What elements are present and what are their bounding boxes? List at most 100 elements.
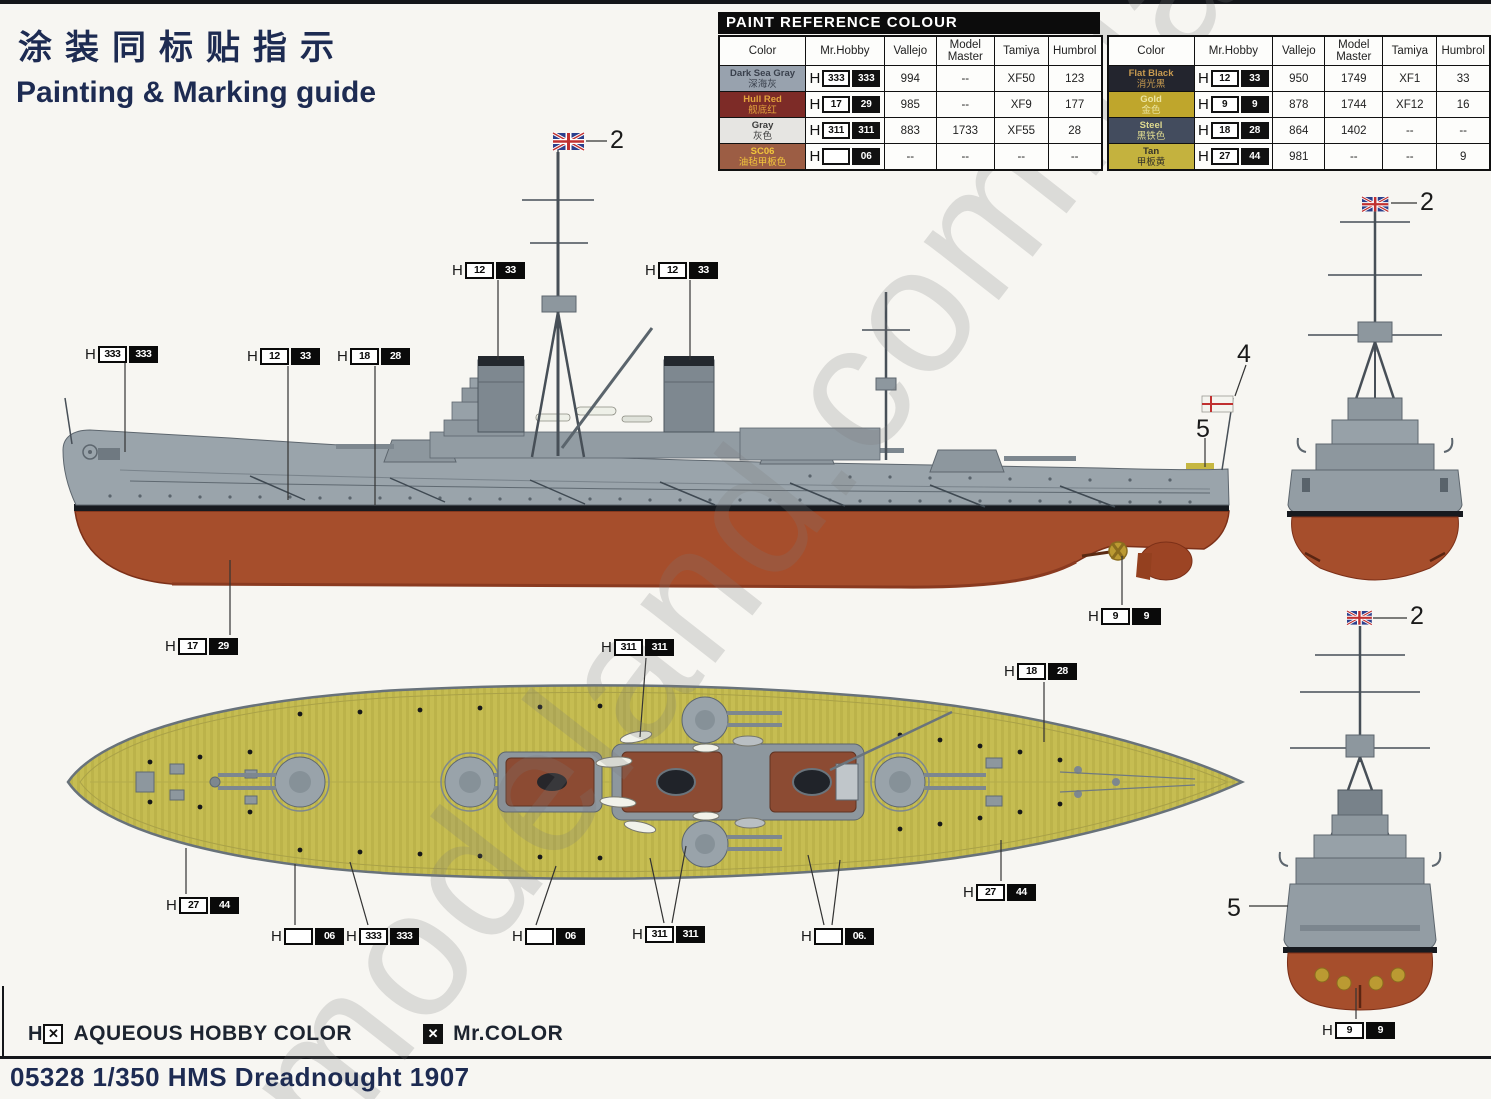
humbrol-cell: 123 bbox=[1047, 65, 1103, 92]
mr-color-label: Mr.COLOR bbox=[453, 1022, 564, 1045]
vallejo-cell: 864 bbox=[1272, 117, 1326, 144]
tamiya-cell: XF9 bbox=[993, 91, 1049, 118]
column-header: Vallejo bbox=[1272, 35, 1326, 66]
legend-left-rule bbox=[2, 986, 4, 1056]
decal-number-callout: 5 bbox=[1196, 415, 1210, 443]
column-header: Humbrol bbox=[1436, 35, 1491, 66]
column-header: Humbrol bbox=[1047, 35, 1103, 66]
tamiya-cell: -- bbox=[1382, 117, 1438, 144]
tamiya-cell: XF55 bbox=[993, 117, 1049, 144]
callout-leader-lines bbox=[124, 140, 1417, 1019]
tamiya-cell: -- bbox=[993, 143, 1049, 171]
tamiya-cell: XF50 bbox=[993, 65, 1049, 92]
paint-table-title: PAINT REFERENCE COLOUR bbox=[718, 12, 1100, 34]
humbrol-cell: -- bbox=[1436, 117, 1491, 144]
model_master-cell: 1749 bbox=[1324, 65, 1384, 92]
humbrol-cell: -- bbox=[1047, 143, 1103, 171]
page-title-chinese: 涂装同标贴指示 bbox=[18, 29, 347, 67]
aqueous-h-prefix: H bbox=[28, 1022, 43, 1045]
top-rule bbox=[0, 0, 1491, 4]
model_master-cell: -- bbox=[935, 65, 995, 92]
column-header: Tamiya bbox=[993, 35, 1049, 66]
decal-number-callout: 2 bbox=[1410, 602, 1424, 630]
vallejo-cell: -- bbox=[883, 143, 937, 171]
humbrol-cell: 177 bbox=[1047, 91, 1103, 118]
tamiya-cell: XF12 bbox=[1382, 91, 1438, 118]
column-header: Model Master bbox=[935, 35, 995, 66]
column-header: Vallejo bbox=[883, 35, 937, 66]
model_master-cell: 1402 bbox=[1324, 117, 1384, 144]
decal-number-callout: 2 bbox=[1420, 188, 1434, 216]
humbrol-cell: 28 bbox=[1047, 117, 1103, 144]
decal-number-callout: 5 bbox=[1227, 894, 1241, 922]
model_master-cell: -- bbox=[935, 143, 995, 171]
vallejo-cell: 950 bbox=[1272, 65, 1326, 92]
vallejo-cell: 994 bbox=[883, 65, 937, 92]
column-header: Mr.Hobby bbox=[805, 35, 885, 66]
mr-color-checkbox-icon: ✕ bbox=[423, 1024, 444, 1044]
column-header: Model Master bbox=[1324, 35, 1384, 66]
stern-front-view bbox=[1278, 611, 1442, 1011]
vallejo-cell: 883 bbox=[883, 117, 937, 144]
humbrol-cell: 9 bbox=[1436, 143, 1491, 171]
color-system-legend: H ✕ AQUEOUS HOBBY COLOR ✕ Mr.COLOR bbox=[28, 1022, 563, 1046]
kit-title: 05328 1/350 HMS Dreadnought 1907 bbox=[10, 1062, 470, 1092]
bow-front-view bbox=[1287, 197, 1463, 581]
model_master-cell: 1733 bbox=[935, 117, 995, 144]
footer-rule bbox=[0, 1056, 1491, 1059]
model_master-cell: -- bbox=[935, 91, 995, 118]
tamiya-cell: XF1 bbox=[1382, 65, 1438, 92]
column-header: Color bbox=[1107, 35, 1195, 66]
decal-number-callout: 2 bbox=[610, 126, 624, 154]
vallejo-cell: 878 bbox=[1272, 91, 1326, 118]
column-header: Tamiya bbox=[1382, 35, 1438, 66]
column-header: Color bbox=[718, 35, 807, 66]
humbrol-cell: 16 bbox=[1436, 91, 1491, 118]
model_master-cell: 1744 bbox=[1324, 91, 1384, 118]
tamiya-cell: -- bbox=[1382, 143, 1438, 171]
aqueous-label: AQUEOUS HOBBY COLOR bbox=[73, 1022, 353, 1045]
decal-number-callout: 4 bbox=[1237, 340, 1251, 368]
vallejo-cell: 985 bbox=[883, 91, 937, 118]
humbrol-cell: 33 bbox=[1436, 65, 1491, 92]
side-profile-view bbox=[62, 133, 1234, 589]
